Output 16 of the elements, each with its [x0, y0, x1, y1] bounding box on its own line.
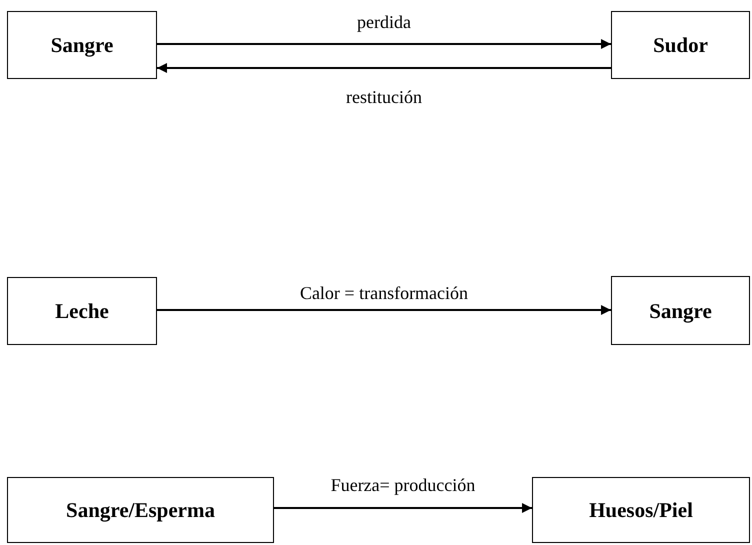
box-label: Huesos/Piel	[589, 498, 693, 522]
arrow	[157, 63, 611, 73]
arrow	[157, 305, 611, 315]
process-box	[7, 11, 157, 79]
box-label: Sangre	[50, 33, 114, 57]
process-box	[7, 477, 274, 543]
box-label: Sangre	[649, 298, 712, 322]
process-box	[7, 277, 157, 345]
arrow	[274, 503, 532, 513]
box-label: Leche	[55, 299, 109, 323]
process-box	[532, 477, 750, 543]
box-label: Sangre/Esperma	[66, 498, 215, 522]
process-box	[611, 11, 750, 79]
process-box	[611, 276, 750, 345]
arrow	[157, 39, 611, 49]
box-label: Sudor	[653, 33, 708, 57]
